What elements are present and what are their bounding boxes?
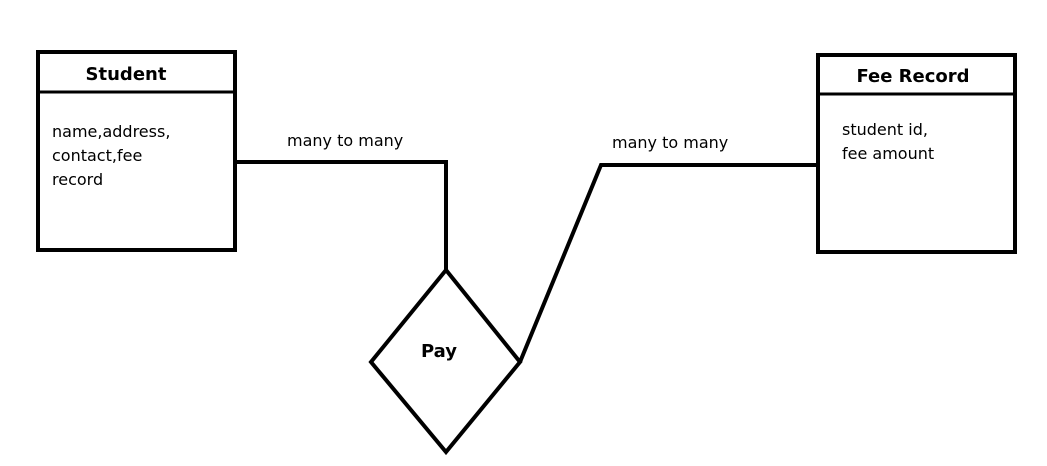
fee-record-entity: Fee Record student id, fee amount — [816, 53, 1017, 254]
fee-record-attribute-line: fee amount — [842, 144, 934, 163]
student-attribute-line: name,address, — [52, 122, 170, 141]
fee-record-attribute-line: student id, — [842, 120, 928, 139]
pay-relationship: Pay — [368, 266, 523, 456]
student-entity: Student name,address, contact,fee record — [36, 50, 237, 252]
student-entity-title: Student — [86, 64, 167, 85]
student-pay-connector — [235, 160, 448, 270]
student-attribute-line: record — [52, 170, 103, 189]
fee-record-entity-title: Fee Record — [856, 66, 969, 87]
pay-relationship-label: Pay — [421, 341, 457, 362]
pay-fee-record-cardinality-label: many to many — [612, 133, 728, 152]
pay-relationship-diamond — [368, 266, 523, 456]
student-entity-box — [36, 50, 237, 252]
student-pay-cardinality-label: many to many — [287, 131, 403, 150]
student-attribute-line: contact,fee — [52, 146, 142, 165]
fee-record-entity-box — [816, 53, 1017, 254]
pay-fee-record-connector — [518, 163, 818, 363]
